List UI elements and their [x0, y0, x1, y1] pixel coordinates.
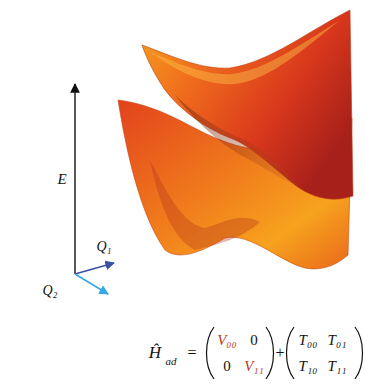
matrix-entry: 0	[223, 359, 231, 374]
matrix-bracket	[266, 327, 274, 379]
matrix-entry: V₁₁	[244, 359, 264, 374]
upper-surface-highlight	[150, 20, 340, 84]
matrix-entry: V₀₀	[217, 333, 237, 348]
q2-axis	[75, 274, 108, 294]
q1-axis	[75, 263, 114, 274]
operator-subscript: ad	[166, 356, 177, 367]
upper-surface	[142, 10, 353, 199]
lower-surface-shade	[150, 160, 260, 250]
matrix-entry: T₀₀	[299, 333, 318, 348]
axis-label: Q₁	[97, 240, 112, 254]
operator-symbol: Ĥ	[149, 344, 161, 361]
axis-label: Q₂	[43, 284, 58, 298]
matrix-entry: T₁₀	[299, 359, 318, 374]
plus-sign: +	[275, 345, 284, 361]
equals-sign: =	[187, 345, 196, 361]
axis-label: E	[57, 172, 66, 187]
matrix-entry: T₁₁	[328, 359, 347, 374]
matrix-bracket	[207, 327, 215, 379]
upper-surface-fold	[175, 95, 300, 186]
matrix-entry: 0	[250, 333, 258, 348]
matrix-entry: T₀₁	[328, 333, 347, 348]
matrix-bracket	[355, 327, 363, 379]
matrix-bracket	[287, 327, 295, 379]
energy-axis	[74, 84, 75, 274]
